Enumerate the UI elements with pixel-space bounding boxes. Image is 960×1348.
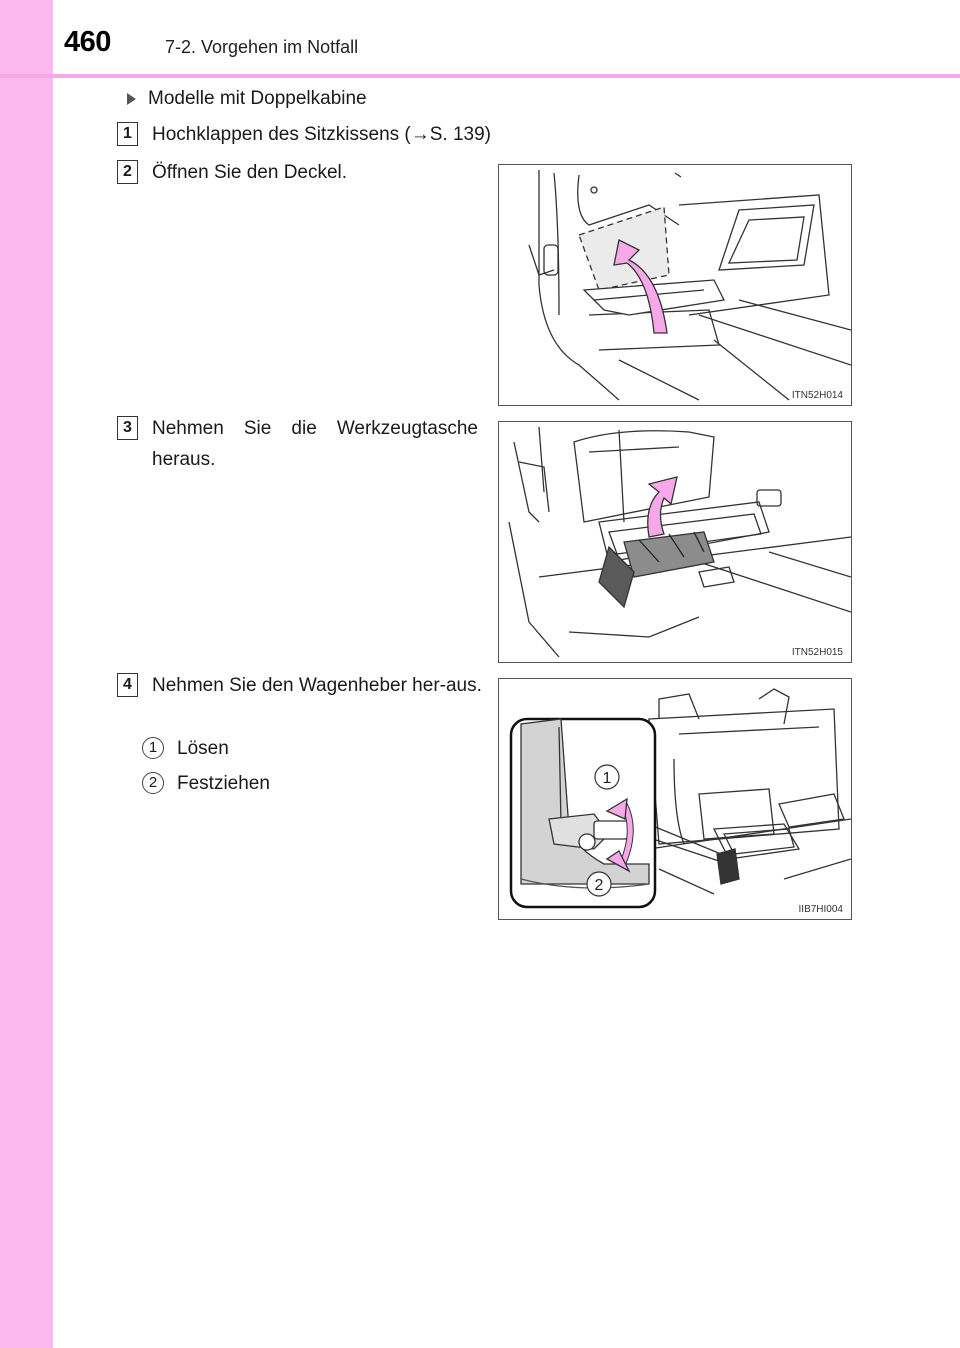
figure-code: ITN52H015 bbox=[789, 647, 845, 658]
sub-step-text-1: Lösen bbox=[177, 738, 229, 759]
step-number-2: 2 bbox=[117, 160, 138, 184]
step-number-1: 1 bbox=[117, 122, 138, 146]
section-title: 7-2. Vorgehen im Notfall bbox=[165, 37, 359, 57]
illustration-tool-bag bbox=[508, 426, 851, 658]
sub-step-number-1: 1 bbox=[142, 737, 164, 759]
figure-jack: 1 2 IIB7HI004 bbox=[498, 678, 852, 920]
step-number-3: 3 bbox=[117, 416, 138, 440]
header-rule bbox=[0, 74, 960, 78]
figure-tool-bag: ITN52H015 bbox=[498, 421, 852, 663]
figure-open-cover: ITN52H014 bbox=[498, 164, 852, 406]
step-text-3: Nehmen Sie die Werkzeugtasche heraus. bbox=[152, 418, 478, 470]
model-heading: Modelle mit Doppelkabine bbox=[127, 88, 367, 110]
sub-step-text-2: Festziehen bbox=[177, 773, 270, 794]
figure-code: ITN52H014 bbox=[789, 390, 845, 401]
sub-step-number-2: 2 bbox=[142, 772, 164, 794]
side-color-bar bbox=[0, 0, 53, 1348]
figure-code: IIB7HI004 bbox=[796, 904, 845, 915]
illustration-seat-cover bbox=[528, 170, 851, 401]
model-heading-text: Modelle mit Doppelkabine bbox=[148, 88, 367, 109]
step-number-4: 4 bbox=[117, 673, 138, 697]
page-number: 460 bbox=[64, 26, 111, 58]
step-text-4: Nehmen Sie den Wagenheber her-aus. bbox=[152, 675, 482, 696]
step-text-1: Hochklappen des Sitzkissens (→S. 139) bbox=[152, 124, 491, 145]
bullet-triangle-icon bbox=[127, 93, 136, 105]
step-text-2: Öffnen Sie den Deckel. bbox=[152, 162, 348, 183]
callout-1: 1 bbox=[603, 770, 612, 787]
callout-2: 2 bbox=[595, 877, 604, 894]
illustration-jack-removal: 1 2 bbox=[509, 688, 851, 909]
